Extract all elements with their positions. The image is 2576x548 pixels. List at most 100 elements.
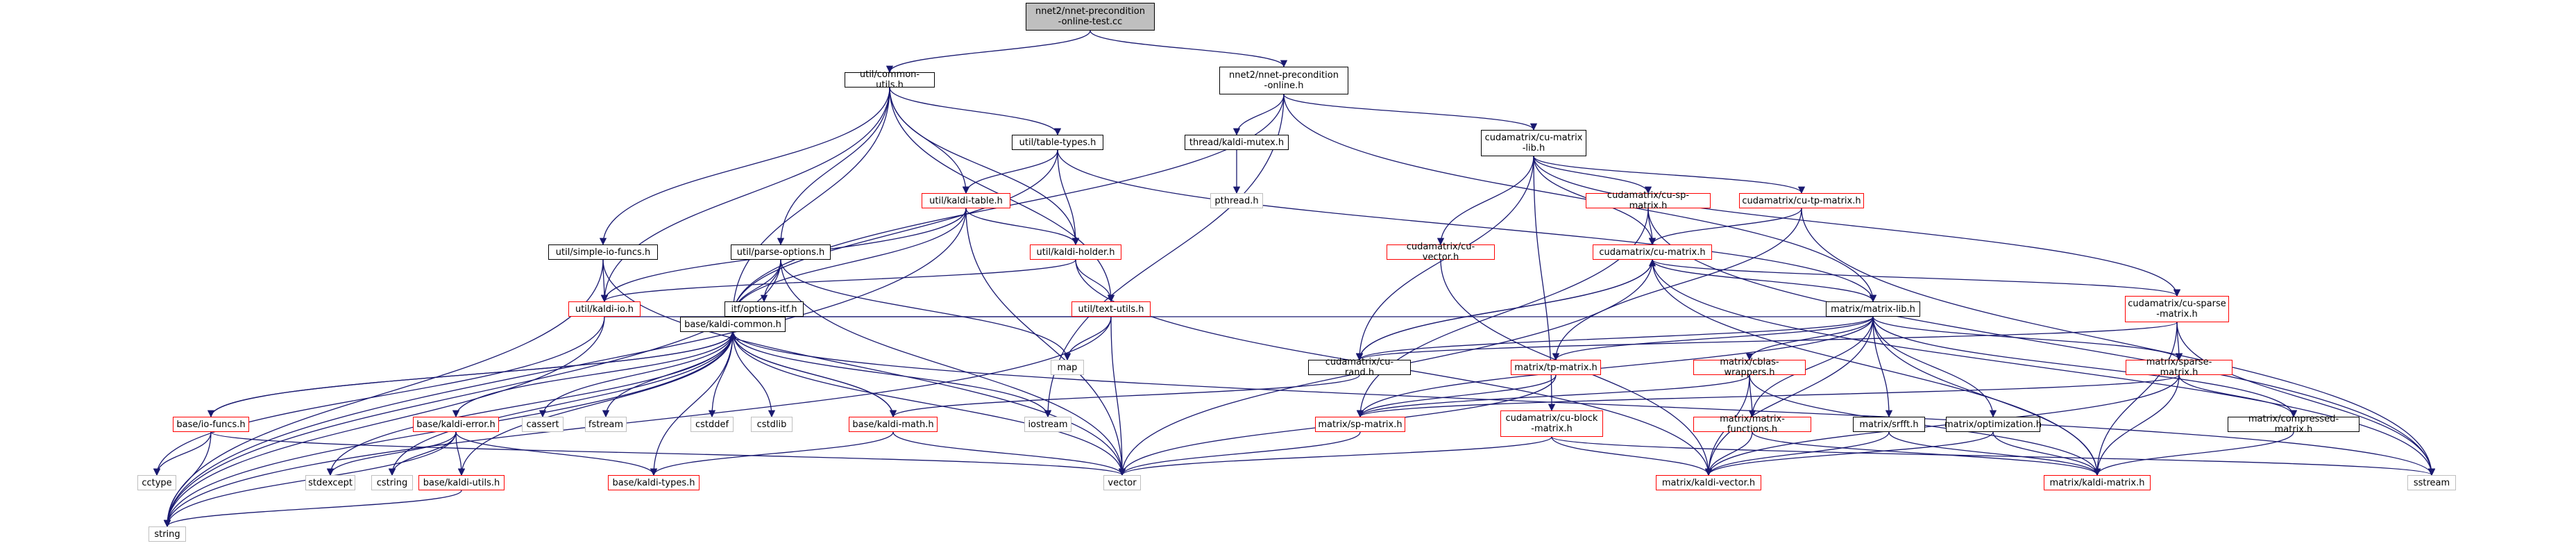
edge-kcommon-to-cstdlib <box>732 331 776 418</box>
edge-cusparse-to-sstream <box>2176 322 2436 476</box>
edge-iofuncs-to-string <box>163 431 212 528</box>
edge-cublock-to-vector <box>1119 436 1552 476</box>
node-parse-options-h[interactable]: util/parse-options.h <box>731 244 831 260</box>
node-kaldi-mutex-h[interactable]: thread/kaldi-mutex.h <box>1185 135 1289 150</box>
edge-tt-to-kholder <box>1057 149 1080 246</box>
node-cstdlib[interactable]: cstdlib <box>751 417 793 432</box>
node-sp-matrix-h[interactable]: matrix/sp-matrix.h <box>1315 417 1405 432</box>
node-cblas-wrappers-h[interactable]: matrix/cblas-wrappers.h <box>1693 357 1806 378</box>
node-table-types-h[interactable]: util/table-types.h <box>1012 135 1103 150</box>
edge-kerror-to-ktypes <box>455 431 658 476</box>
node-optimization-h[interactable]: matrix/optimization.h <box>1944 417 2042 432</box>
edge-spm-to-vector <box>1118 431 1361 476</box>
edge-kerror-to-kutils <box>455 431 466 476</box>
edge-mlib-to-sparse <box>1872 316 2183 361</box>
node-matrix-functions-h[interactable]: matrix/matrix-functions.h <box>1693 414 1811 435</box>
node-nnet-precondition-online-test-cc[interactable]: nnet2/nnet-precondition -online-test.cc <box>1026 3 1155 31</box>
edge-kmath-to-kcommon <box>729 331 894 417</box>
node-cstring[interactable]: cstring <box>371 475 413 490</box>
edge-cu-to-tt <box>889 87 1062 136</box>
edge-mlib-to-srfft <box>1872 316 1893 418</box>
edge-kutils-to-string <box>163 490 462 528</box>
edge-tpm-to-spm <box>1356 374 1557 418</box>
edge-sif-to-vector <box>602 259 1126 476</box>
edge-kio-to-cctype <box>153 316 605 476</box>
node-cu-vector-h[interactable]: cudamatrix/cu-vector.h <box>1387 242 1495 263</box>
node-nnet-precondition-online-h[interactable]: nnet2/nnet-precondition -online.h <box>1219 67 1348 94</box>
edge-po-to-map <box>780 259 1071 361</box>
node-vector[interactable]: vector <box>1103 475 1141 490</box>
node-common-utils-h[interactable]: util/common-utils.h <box>845 69 935 90</box>
edge-mlib-to-comp <box>1872 316 2298 418</box>
edge-kcommon-to-cstring <box>388 331 734 476</box>
node-pthread-h[interactable]: pthread.h <box>1210 193 1263 208</box>
node-sstream[interactable]: sstream <box>2407 475 2456 490</box>
edge-kio-to-string <box>163 316 605 528</box>
node-kaldi-vector-h[interactable]: matrix/kaldi-vector.h <box>1656 475 1761 490</box>
edge-kcommon-to-ktypes <box>650 331 734 476</box>
edge-opt-to-kvec <box>1704 431 1994 476</box>
edge-opt-to-kmat <box>1992 431 2101 476</box>
node-srfft-h[interactable]: matrix/srfft.h <box>1853 417 1925 432</box>
edge-srfft-to-kvec <box>1704 431 1890 476</box>
edge-cusparse-to-kmat <box>2093 322 2178 476</box>
edge-kcommon-to-stdexcept <box>326 331 734 476</box>
edge-mlib-to-spm <box>1356 316 1874 418</box>
node-simple-io-funcs-h[interactable]: util/simple-io-funcs.h <box>548 244 658 260</box>
node-kaldi-holder-h[interactable]: util/kaldi-holder.h <box>1030 244 1121 260</box>
node-matrix-lib-h[interactable]: matrix/matrix-lib.h <box>1826 301 1920 317</box>
edge-kcommon-to-vector <box>732 331 1126 476</box>
node-cu-rand-h[interactable]: cudamatrix/cu-rand.h <box>1308 357 1411 378</box>
node-kaldi-math-h[interactable]: base/kaldi-math.h <box>849 417 938 432</box>
edge-kholder-to-kio <box>601 259 1076 303</box>
node-cstddef[interactable]: cstddef <box>690 417 734 432</box>
node-compressed-matrix-h[interactable]: matrix/compressed-matrix.h <box>2228 414 2359 435</box>
node-kaldi-utils-h[interactable]: base/kaldi-utils.h <box>418 475 505 490</box>
edge-srfft-to-kmat <box>1888 431 2101 476</box>
edge-kcommon-to-cassert <box>539 331 734 418</box>
node-kaldi-matrix-h[interactable]: matrix/kaldi-matrix.h <box>2044 475 2151 490</box>
node-cu-matrix-h[interactable]: cudamatrix/cu-matrix.h <box>1593 244 1712 260</box>
node-string[interactable]: string <box>149 526 186 542</box>
node-options-itf-h[interactable]: itf/options-itf.h <box>724 301 804 317</box>
node-kaldi-error-h[interactable]: base/kaldi-error.h <box>413 417 499 432</box>
node-fstream[interactable]: fstream <box>585 417 627 432</box>
edge-cu-to-sif <box>599 87 890 246</box>
node-cu-sp-matrix-h[interactable]: cudamatrix/cu-sp-matrix.h <box>1586 190 1711 211</box>
node-stdexcept[interactable]: stdexcept <box>305 475 355 490</box>
node-kaldi-table-h[interactable]: util/kaldi-table.h <box>922 193 1010 208</box>
edge-iofuncs-to-kcommon <box>210 331 737 417</box>
node-cu-tp-matrix-h[interactable]: cudamatrix/cu-tp-matrix.h <box>1739 193 1864 208</box>
edge-mlib-to-mfunc <box>1748 316 1874 418</box>
node-cu-matrix-lib-h[interactable]: cudamatrix/cu-matrix -lib.h <box>1481 130 1586 156</box>
edge-mlib-to-tpm <box>1552 316 1874 361</box>
node-kaldi-io-h[interactable]: util/kaldi-io.h <box>568 301 641 317</box>
edge-kmath-to-ktypes <box>650 431 894 476</box>
edge-cml-to-cusp <box>1533 156 1652 194</box>
edge-root-to-npo <box>1090 30 1288 68</box>
edge-cml-to-cuvec <box>1437 156 1534 246</box>
node-cassert[interactable]: cassert <box>522 417 564 432</box>
node-map[interactable]: map <box>1051 360 1084 375</box>
node-sparse-matrix-h[interactable]: matrix/sparse-matrix.h <box>2126 357 2232 378</box>
node-io-funcs-h[interactable]: base/io-funcs.h <box>173 417 249 432</box>
edge-tt-to-ktable <box>962 149 1058 194</box>
edge-iofuncs-to-vector <box>210 431 1126 476</box>
node-tp-matrix-h[interactable]: matrix/tp-matrix.h <box>1511 360 1601 375</box>
edge-tt-to-mlib <box>1057 149 1877 303</box>
node-text-utils-h[interactable]: util/text-utils.h <box>1071 301 1151 317</box>
edge-cu-to-kcommon <box>729 87 890 318</box>
edge-cml-to-cusparse <box>1533 156 2181 297</box>
edge-ktable-to-kholder <box>965 208 1080 246</box>
node-cu-block-matrix-h[interactable]: cudamatrix/cu-block -matrix.h <box>1500 410 1603 437</box>
node-cctype[interactable]: cctype <box>137 475 176 490</box>
node-kaldi-types-h[interactable]: base/kaldi-types.h <box>608 475 700 490</box>
edge-cusp-to-sstream <box>1647 208 2436 476</box>
edge-cblas-to-spm <box>1356 374 1750 418</box>
edge-mlib-to-opt <box>1872 316 1997 418</box>
node-cu-sparse-matrix-h[interactable]: cudamatrix/cu-sparse -matrix.h <box>2125 296 2229 322</box>
node-kaldi-common-h[interactable]: base/kaldi-common.h <box>680 317 786 332</box>
edge-sparse-to-kvec <box>1704 374 2180 476</box>
node-iostream[interactable]: iostream <box>1024 417 1071 432</box>
